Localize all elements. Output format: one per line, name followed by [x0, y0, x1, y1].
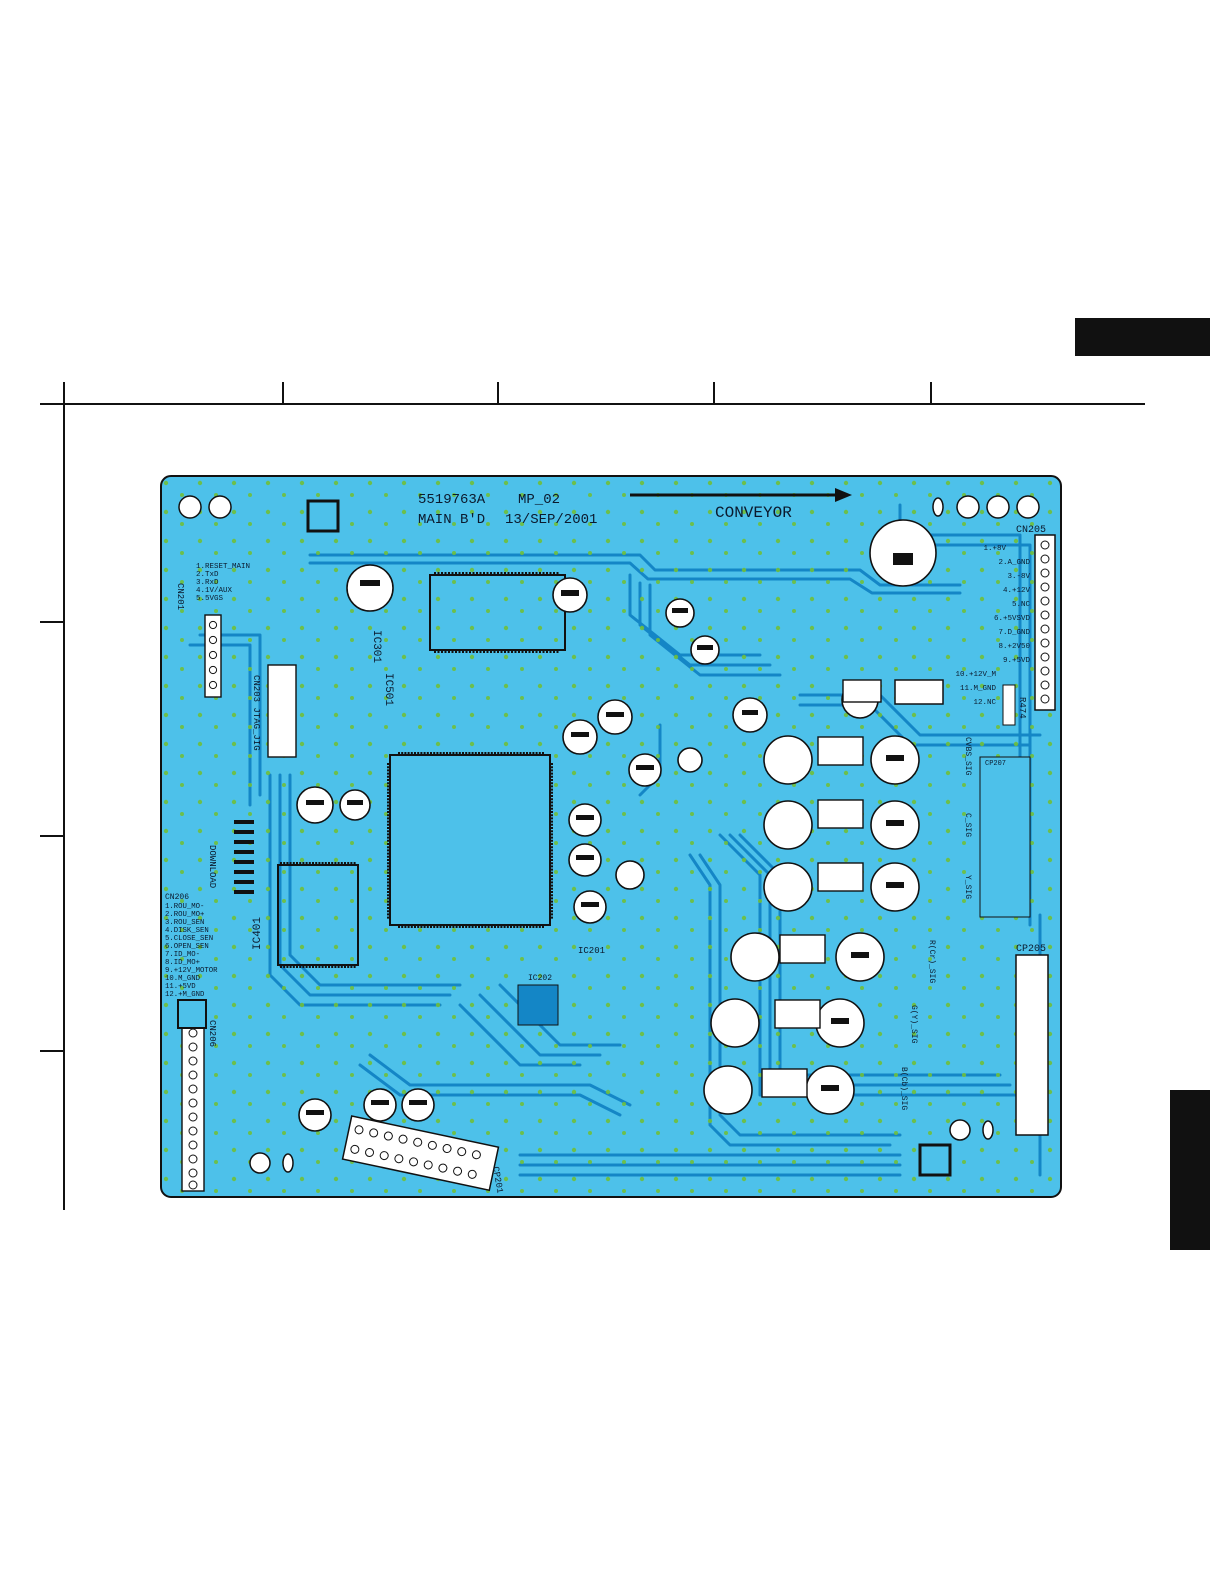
section-tab-top	[1075, 318, 1210, 356]
frame-tick-row-3	[40, 1050, 64, 1052]
cn205-pin: 5.NC	[1012, 601, 1031, 609]
cn206-pin: 7.ID_MO-	[165, 951, 200, 959]
cn206-header	[181, 1022, 205, 1192]
cn206-pin: 11.+5VD	[165, 983, 196, 991]
cn205-label: CN205	[1016, 525, 1046, 536]
cn205-pin: 10.+12V_M	[955, 671, 996, 679]
board-model: MP_02	[518, 492, 560, 508]
cn206-pin: 10.M_GND	[165, 975, 201, 983]
transistor-array	[761, 679, 882, 1098]
regulator-ic	[894, 679, 944, 705]
conveyor-label: CONVEYOR	[715, 504, 792, 522]
cn206-pin: 3.ROU_SEN	[165, 919, 204, 927]
section-tab-side	[1170, 1090, 1210, 1250]
cp207-block	[979, 756, 1031, 918]
signal-g-y-label: G(Y)_SIG	[909, 1005, 918, 1044]
cn206-pin: 1.ROU_MO-	[165, 903, 204, 911]
ic501-label: IC501	[382, 673, 394, 706]
cn201-header	[204, 614, 222, 698]
cn201-pin: 2.TxD	[196, 571, 219, 579]
cp201-label: CP201	[490, 1166, 505, 1194]
r474-label: R474	[1017, 697, 1027, 719]
cn203-header	[267, 664, 297, 758]
frame-tick-col-4	[930, 382, 932, 403]
signal-c-label: C_SIG	[963, 813, 972, 837]
frame-left-line	[63, 382, 65, 1210]
cn205-header	[1034, 534, 1056, 711]
frame-tick-row-2	[40, 835, 64, 837]
cn205-pin: 11.M_GND	[960, 685, 997, 693]
frame-tick-col-1	[282, 382, 284, 403]
download-header	[234, 820, 254, 894]
cn205-pin-labels: 1.+8V 2.A_GND 3.-8V 4.+12V 5.NC 6.+5VSVD…	[955, 545, 1030, 707]
ic501-chip	[429, 574, 566, 651]
ic202-chip	[517, 984, 559, 1026]
cn205-pin: 9.+5VD	[1003, 657, 1031, 665]
mounting-holes	[178, 495, 1040, 1174]
capacitor-bank	[296, 519, 937, 1132]
cn206-pin: 4.DISK_SEN	[165, 927, 209, 935]
frame-tick-row-1	[40, 621, 64, 623]
square-pad	[177, 999, 207, 1029]
cn206-pin: 6.OPEN_SEN	[165, 943, 209, 951]
cp207-label: CP207	[985, 760, 1006, 768]
cn205-pin: 4.+12V	[1003, 587, 1031, 595]
ic401-label: IC401	[252, 917, 264, 950]
board-name: MAIN B'D	[418, 512, 485, 528]
cn205-pin: 8.+2V50	[998, 643, 1030, 651]
cn201-pin: 5.5VGS	[196, 595, 224, 603]
ic201-label: IC201	[578, 946, 605, 956]
board-part-number: 5519763A	[418, 492, 486, 508]
signal-b-cb-label: B(Cb)_SIG	[899, 1067, 908, 1110]
ic301-label: IC301	[370, 630, 382, 663]
fiducial-bottom	[918, 1143, 952, 1177]
cn201-label: CN201	[175, 583, 185, 610]
cp201-header	[341, 1115, 500, 1192]
cn206-pin: 5.CLOSE_SEN	[165, 935, 213, 943]
ic202-label: IC202	[528, 974, 552, 983]
cp205-header	[1015, 954, 1049, 1136]
conveyor-arrow	[630, 488, 852, 502]
frame-tick-col-2	[497, 382, 499, 403]
cn206-pin: 2.ROU_MO+	[165, 911, 204, 919]
cn205-pin: 12.NC	[973, 699, 996, 707]
cn206-pin: 9.+12V_MOTOR	[165, 967, 218, 975]
ic301-chip	[389, 754, 551, 926]
signal-y-label: Y_SIG	[963, 875, 972, 899]
cn201-pin-labels: 1.RESET_MAIN 2.TxD 3.RxD 4.1V/AUX 5.5VGS	[196, 563, 250, 603]
pcb-board: 5519763A MP_02 MAIN B'D 13/SEP/2001 CONV…	[160, 475, 1062, 1198]
cn206-pin: 8.ID_MO+	[165, 959, 200, 967]
cn206-title-label: CN206	[165, 893, 189, 902]
cn205-pin: 2.A_GND	[998, 559, 1030, 567]
ic401-chip	[277, 864, 359, 966]
cn201-pin: 3.RxD	[196, 579, 219, 587]
cn206-pin: 12.+M_GND	[165, 991, 205, 999]
board-date: 13/SEP/2001	[505, 512, 597, 528]
cn203-label: CN203 JTAG_JIG	[251, 675, 261, 751]
frame-top-line	[40, 403, 1145, 405]
ic301-pins	[387, 752, 553, 928]
cn205-pin: 6.+5VSVD	[994, 615, 1031, 623]
cp205-label: CP205	[1016, 944, 1046, 955]
frame-tick-col-3	[713, 382, 715, 403]
cn201-pin: 4.1V/AUX	[196, 587, 233, 595]
r474-resistor	[1002, 684, 1016, 726]
signal-cvbs-label: CVBS_SIG	[963, 737, 972, 776]
fiducial-top	[306, 499, 340, 533]
cn201-pin: 1.RESET_MAIN	[196, 563, 250, 571]
cn206-pin-labels: 1.ROU_MO- 2.ROU_MO+ 3.ROU_SEN 4.DISK_SEN…	[165, 903, 218, 999]
cn205-pin: 1.+8V	[983, 545, 1006, 553]
cn205-pin: 3.-8V	[1007, 573, 1030, 581]
download-label: DOWNLOAD	[207, 845, 217, 888]
signal-r-cr-label: R(Cr)_SIG	[927, 940, 936, 983]
cn206-label: CN206	[207, 1020, 217, 1047]
capacitor-marks	[306, 553, 913, 1115]
cn205-pin: 7.D_GND	[998, 629, 1030, 637]
